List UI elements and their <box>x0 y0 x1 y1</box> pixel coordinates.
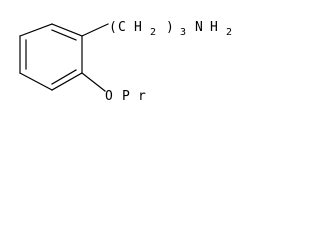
ring-bond-top <box>51 23 83 37</box>
isopropyl-r: r <box>138 89 146 104</box>
structure-diagram: ( C H 2 ) 3 N H 2 O P r <box>19 20 232 104</box>
amine-hydrogen-subscript: 2 <box>226 27 232 38</box>
chain-open-paren: ( <box>109 20 117 35</box>
chain-bond <box>81 23 109 37</box>
ring-double-bond-bottom <box>51 69 77 85</box>
chain-repeat-subscript: 3 <box>180 27 186 38</box>
chain-hydrogen: H <box>134 20 142 35</box>
ring-bond-bottom-left <box>19 72 53 91</box>
ether-oxygen: O <box>105 89 113 104</box>
amine-nitrogen: N <box>195 20 203 35</box>
benzene-ring <box>19 23 83 91</box>
amine-hydrogen: H <box>210 20 218 35</box>
ring-bond-top-left <box>19 23 53 37</box>
ring-bond-bottom-right <box>51 72 83 91</box>
chain-carbon: C <box>118 20 126 35</box>
isopropoxy-label: O P r <box>105 89 146 104</box>
propylamine-label: ( C H 2 ) 3 N H 2 <box>109 20 232 38</box>
chain-hydrogen-subscript: 2 <box>150 27 156 38</box>
isopropyl-p: P <box>122 89 130 104</box>
ring-double-bond-top <box>51 29 77 41</box>
ether-bond <box>81 72 106 92</box>
chain-close-paren: ) <box>166 20 174 35</box>
